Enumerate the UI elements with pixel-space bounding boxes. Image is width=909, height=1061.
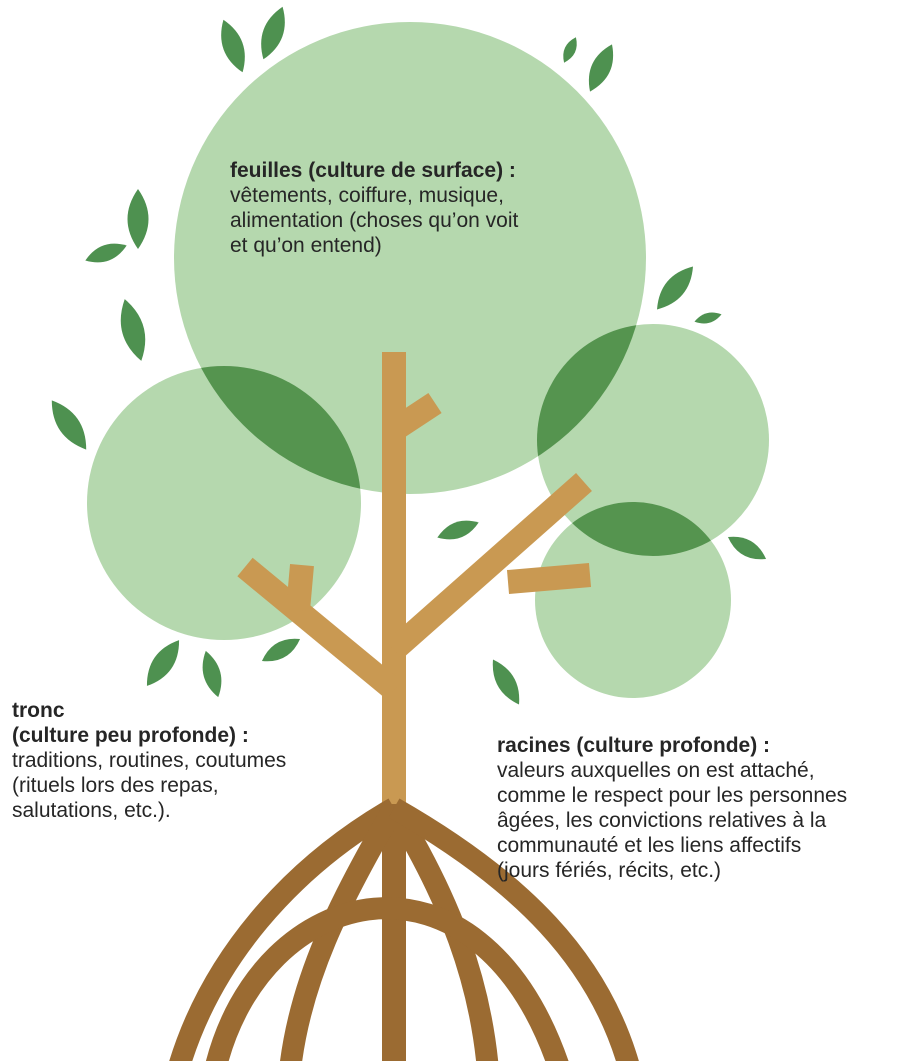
leaf bbox=[694, 312, 722, 324]
roots-description: valeurs auxquelles on est attaché, comme… bbox=[497, 759, 848, 882]
root-line bbox=[388, 798, 639, 1061]
trunk-description: traditions, routines, coutumes (rituels … bbox=[12, 749, 287, 822]
leaf bbox=[261, 638, 301, 662]
canopy bbox=[87, 22, 769, 698]
branch bbox=[386, 473, 592, 659]
leaf bbox=[261, 6, 285, 60]
leaf bbox=[727, 536, 767, 560]
leaf bbox=[85, 243, 127, 263]
canopy-circle-top bbox=[174, 22, 646, 494]
leaves-title: feuilles (culture de surface) : bbox=[230, 159, 516, 182]
trunk-label: tronc (culture peu profonde) : tradition… bbox=[12, 698, 342, 823]
roots bbox=[169, 798, 639, 1061]
roots-title: racines (culture profonde) : bbox=[497, 734, 771, 757]
roots-label: racines (culture profonde) : valeurs aux… bbox=[497, 733, 897, 883]
branch bbox=[237, 557, 402, 700]
leaf bbox=[221, 19, 245, 73]
canopy-overlap-left bbox=[174, 366, 361, 494]
leaves-description: vêtements, coiffure, musique, alimentati… bbox=[230, 184, 519, 257]
branch bbox=[286, 563, 314, 612]
leaf bbox=[492, 659, 520, 705]
canopy-overlap-right bbox=[537, 324, 646, 494]
root-line bbox=[206, 897, 569, 1061]
branch bbox=[506, 563, 592, 594]
leaves bbox=[51, 6, 767, 705]
leaf bbox=[437, 520, 479, 540]
leaf bbox=[657, 266, 693, 310]
leaf bbox=[202, 650, 222, 698]
leaf bbox=[563, 37, 577, 63]
trunk bbox=[237, 352, 592, 804]
root-taproot bbox=[382, 804, 406, 1061]
leaves-label: feuilles (culture de surface) : vêtement… bbox=[230, 158, 590, 258]
leaf bbox=[588, 44, 614, 92]
leaf bbox=[146, 640, 180, 686]
root-line bbox=[280, 802, 404, 1061]
branch bbox=[387, 392, 442, 441]
leaf bbox=[51, 400, 87, 450]
trunk-title: tronc (culture peu profonde) : bbox=[12, 699, 249, 747]
leaf bbox=[127, 189, 149, 249]
leaf bbox=[120, 299, 146, 361]
root-line bbox=[169, 798, 400, 1061]
